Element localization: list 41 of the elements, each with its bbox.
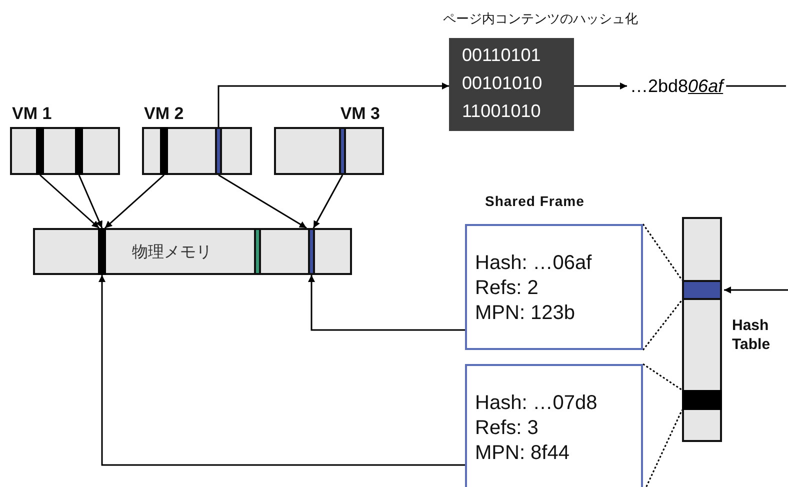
table-label: Hash Table xyxy=(732,316,772,354)
memory-label: 物理メモリ xyxy=(132,243,212,263)
page-stripe xyxy=(339,127,346,175)
page-stripe xyxy=(160,127,168,175)
arrow xyxy=(312,174,344,228)
page-stripe xyxy=(75,127,83,175)
vm-label: VM 2 xyxy=(144,104,184,124)
frame-heading: Shared Frame xyxy=(485,193,584,209)
vm-label: VM 1 xyxy=(12,104,52,124)
frame-card xyxy=(465,364,643,487)
page-stripe xyxy=(215,127,222,175)
frame-field: MPN: 123b xyxy=(475,302,576,325)
arrow xyxy=(574,82,627,90)
frame-field: Refs: 2 xyxy=(475,277,538,300)
dotted-leader-line xyxy=(642,224,683,280)
physical-memory-bar xyxy=(33,228,352,275)
frame-field: Hash: …07d8 xyxy=(475,392,598,415)
page-stripe xyxy=(308,228,315,275)
hash-value: …2bd8 xyxy=(630,75,688,98)
arrow xyxy=(98,275,465,466)
arrow xyxy=(218,174,307,229)
vm-label: VM 3 xyxy=(340,104,380,124)
node-label: ページ内コンテンツのハッシュ化 xyxy=(443,10,638,28)
hash-slot xyxy=(682,390,722,410)
hash-slot xyxy=(682,280,722,300)
binary-data: 00110101 00101010 11001010 xyxy=(462,44,544,123)
arrow xyxy=(218,82,449,127)
arrow xyxy=(40,174,100,229)
dotted-leader-line xyxy=(642,363,682,391)
page-stripe xyxy=(254,228,261,275)
arrow xyxy=(724,286,788,294)
dotted-leader-line xyxy=(642,300,683,350)
hash-suffix: 06af xyxy=(688,75,724,98)
frame-field: MPN: 8f44 xyxy=(475,442,570,465)
frame-field: Refs: 3 xyxy=(475,417,538,440)
page-stripe xyxy=(98,228,106,275)
page-stripe xyxy=(36,127,44,175)
arrow xyxy=(308,275,465,331)
arrow xyxy=(104,174,164,229)
frame-field: Hash: …06af xyxy=(475,252,592,275)
arrow xyxy=(78,174,103,228)
